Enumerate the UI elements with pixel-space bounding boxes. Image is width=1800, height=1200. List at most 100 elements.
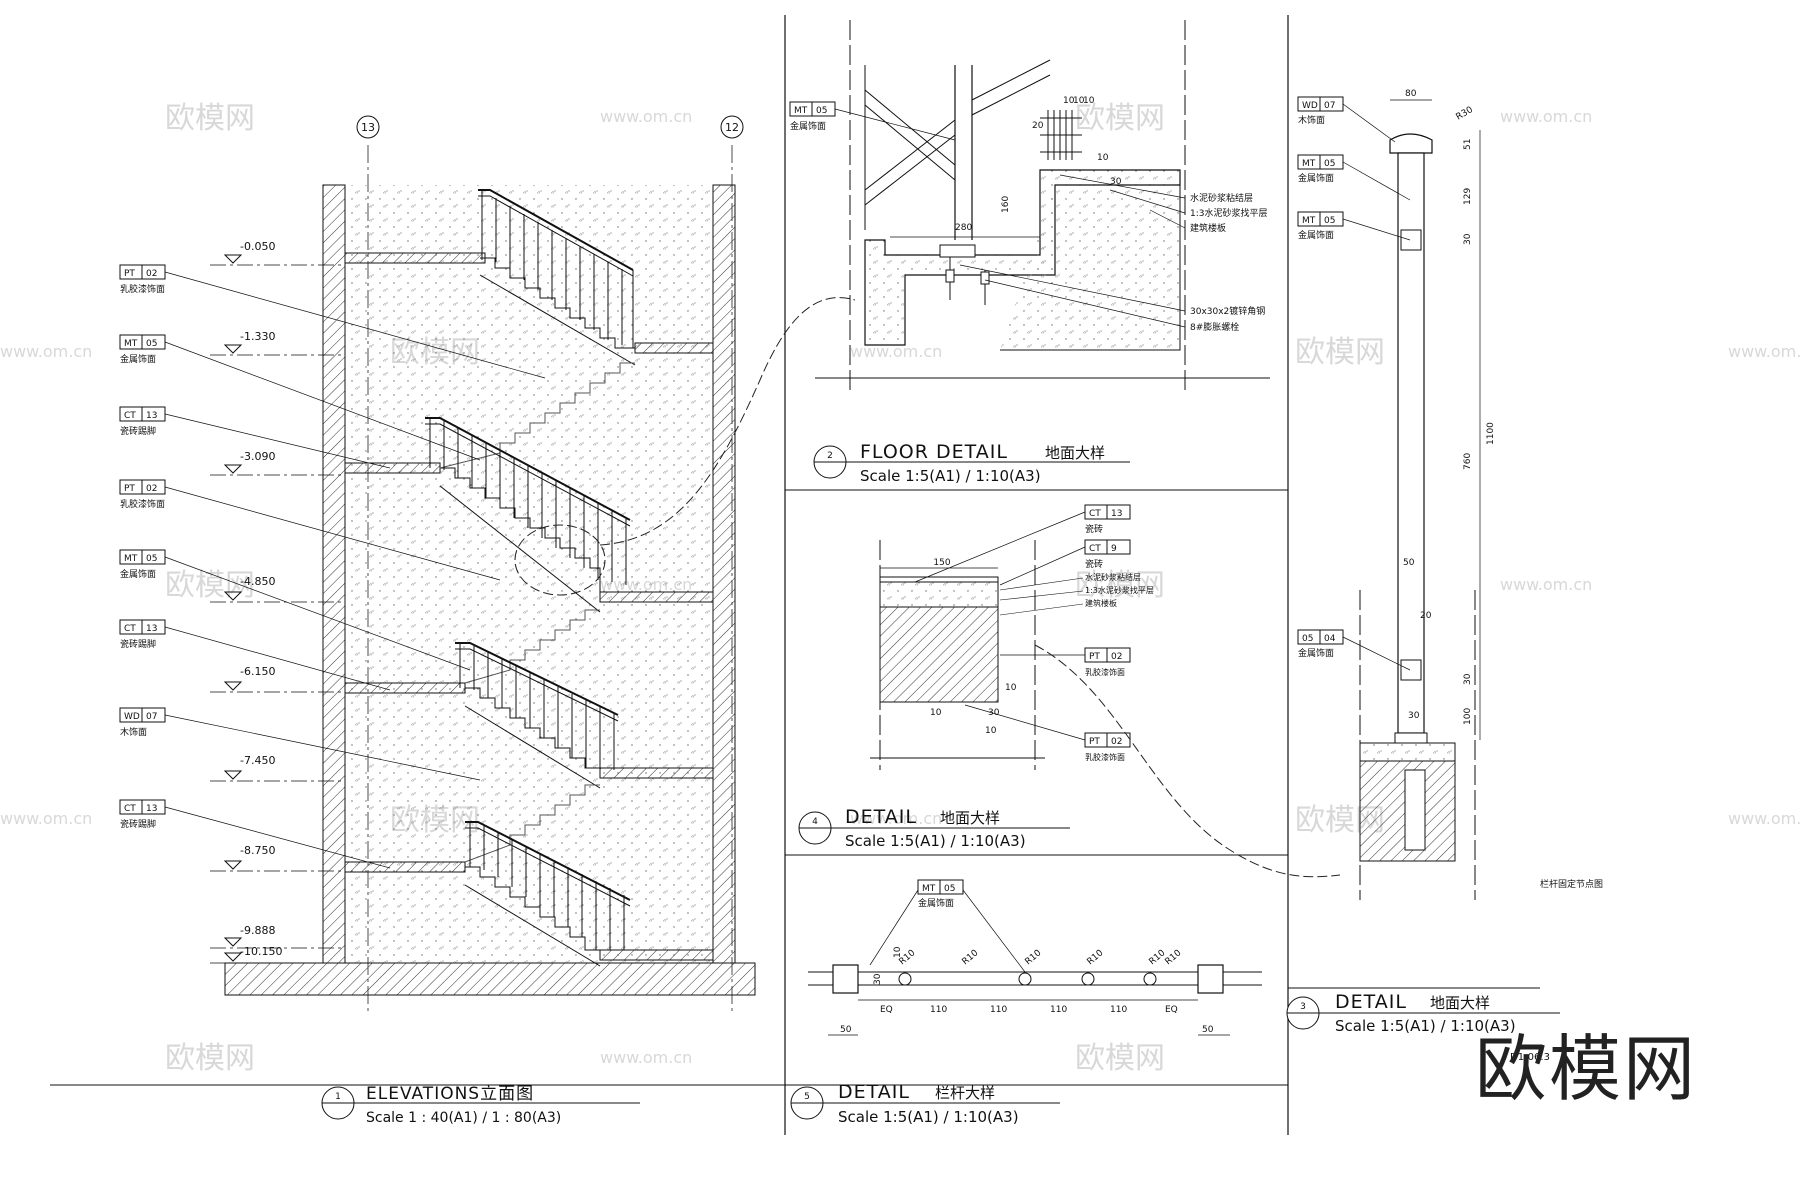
svg-text:3: 3 <box>1300 1002 1306 1012</box>
view-title: DETAIL <box>845 806 917 828</box>
svg-text:MT: MT <box>1302 159 1316 169</box>
svg-text:30x30x2镀锌角钢: 30x30x2镀锌角钢 <box>1190 305 1265 317</box>
svg-text:金属饰面: 金属饰面 <box>120 353 156 365</box>
landing-slab <box>599 591 714 603</box>
svg-text:05: 05 <box>816 106 827 116</box>
svg-text:05: 05 <box>944 884 955 894</box>
stair-flights <box>439 257 636 967</box>
level-label: -1.330 <box>240 330 275 343</box>
svg-text:水泥砂浆粘结层: 水泥砂浆粘结层 <box>1190 192 1253 204</box>
stair-flight-back <box>464 784 600 863</box>
svg-text:20: 20 <box>1420 611 1432 621</box>
view-title-cn: 地面大样 <box>1045 444 1105 462</box>
svg-text:9: 9 <box>1111 544 1117 554</box>
level-label: -9.888 <box>240 924 275 937</box>
handrail-cap <box>1389 133 1433 154</box>
watermark-logo: 欧模网 <box>1075 568 1165 603</box>
svg-text:8#膨胀螺栓: 8#膨胀螺栓 <box>1190 321 1239 333</box>
floor-slab-section <box>1000 184 1181 351</box>
svg-text:R10: R10 <box>1086 948 1106 967</box>
svg-text:110: 110 <box>1050 1005 1067 1015</box>
svg-text:R10: R10 <box>1024 948 1044 967</box>
svg-text:10: 10 <box>1097 153 1109 163</box>
watermark-url: www.om.cn <box>1728 809 1800 828</box>
grid-label: 12 <box>725 121 739 134</box>
svg-text:30: 30 <box>1463 233 1473 245</box>
view-scale: Scale 1 : 40(A1) / 1 : 80(A3) <box>366 1110 561 1126</box>
svg-text:10: 10 <box>930 708 942 718</box>
callout-cloud <box>1034 644 1341 878</box>
svg-text:金属饰面: 金属饰面 <box>1298 229 1334 241</box>
svg-text:CT: CT <box>1089 509 1101 519</box>
svg-text:乳胶漆饰面: 乳胶漆饰面 <box>1085 752 1125 762</box>
view-title-cn: 地面大样 <box>1430 994 1490 1012</box>
svg-text:CT: CT <box>1089 544 1101 554</box>
detail-3-view: 80 R30 51 129 30 1100 760 50 20 30 30 10… <box>1034 89 1603 1063</box>
svg-text:PT: PT <box>124 269 135 279</box>
svg-text:5: 5 <box>804 1092 810 1102</box>
tile-layer <box>879 581 999 608</box>
view-scale: Scale 1:5(A1) / 1:10(A3) <box>860 467 1041 485</box>
floor-finish <box>1359 742 1456 762</box>
railing <box>455 642 619 770</box>
svg-text:瓷砖踢脚: 瓷砖踢脚 <box>120 818 156 830</box>
svg-text:129: 129 <box>1463 188 1473 205</box>
wall-left <box>322 184 346 964</box>
level-label: -10.150 <box>240 945 282 958</box>
svg-text:02: 02 <box>146 484 157 494</box>
svg-text:10: 10 <box>1005 683 1017 693</box>
stair-flight-back <box>439 362 635 469</box>
view-title-1: 1 ELEVATIONS立面图 Scale 1 : 40(A1) / 1 : 8… <box>321 1084 640 1126</box>
svg-text:木饰面: 木饰面 <box>1298 114 1325 126</box>
detail-note: 栏杆固定节点图 <box>1540 878 1603 890</box>
svg-text:04: 04 <box>1324 634 1336 644</box>
level-labels: -0.050 -1.330 -3.090 -4.850 -6.150 -7.45… <box>240 240 282 958</box>
watermark-logo: 欧模网 <box>1075 1041 1165 1076</box>
brand-logo: 欧模网 <box>1475 1027 1698 1111</box>
svg-text:10: 10 <box>1083 96 1095 106</box>
watermark-url: www.om.cn <box>850 342 942 361</box>
svg-text:2: 2 <box>827 451 833 461</box>
svg-text:MT: MT <box>1302 216 1316 226</box>
svg-text:02: 02 <box>1111 737 1122 747</box>
svg-text:瓷砖踢脚: 瓷砖踢脚 <box>120 425 156 437</box>
view-title-5: 5 DETAIL 栏杆大样 Scale 1:5(A1) / 1:10(A3) <box>790 1081 1060 1126</box>
level-label: -3.090 <box>240 450 275 463</box>
view-title: FLOOR DETAIL <box>860 441 1008 463</box>
sheet-number: D1-06.3 <box>1510 1052 1550 1063</box>
svg-text:水泥砂浆粘结层: 水泥砂浆粘结层 <box>1085 572 1141 582</box>
svg-text:R10: R10 <box>961 948 981 967</box>
svg-text:CT: CT <box>124 804 136 814</box>
svg-text:1: 1 <box>335 1092 341 1102</box>
svg-text:MT: MT <box>124 339 138 349</box>
stair-soffit <box>464 705 601 789</box>
svg-text:WD: WD <box>124 712 140 722</box>
baluster <box>1143 972 1157 986</box>
svg-text:30: 30 <box>873 973 883 985</box>
svg-text:金属饰面: 金属饰面 <box>1298 647 1334 659</box>
svg-text:MT: MT <box>922 884 936 894</box>
landing-slab <box>599 767 714 779</box>
watermark-url: www.om.cn <box>1728 342 1800 361</box>
svg-text:30: 30 <box>1408 711 1420 721</box>
svg-text:瓷砖: 瓷砖 <box>1085 523 1103 535</box>
svg-text:05: 05 <box>1324 159 1335 169</box>
panel-frame <box>50 15 1540 1135</box>
elevation-view: 13 12 <box>119 115 856 1126</box>
level-label: -0.050 <box>240 240 275 253</box>
svg-text:木饰面: 木饰面 <box>120 726 147 738</box>
watermark-logo: 欧模网 <box>165 101 255 136</box>
landing-slab <box>634 342 714 354</box>
baluster <box>1018 972 1032 986</box>
shaft-fill <box>345 185 713 963</box>
landing-slab <box>344 861 466 873</box>
svg-text:50: 50 <box>1202 1025 1214 1035</box>
